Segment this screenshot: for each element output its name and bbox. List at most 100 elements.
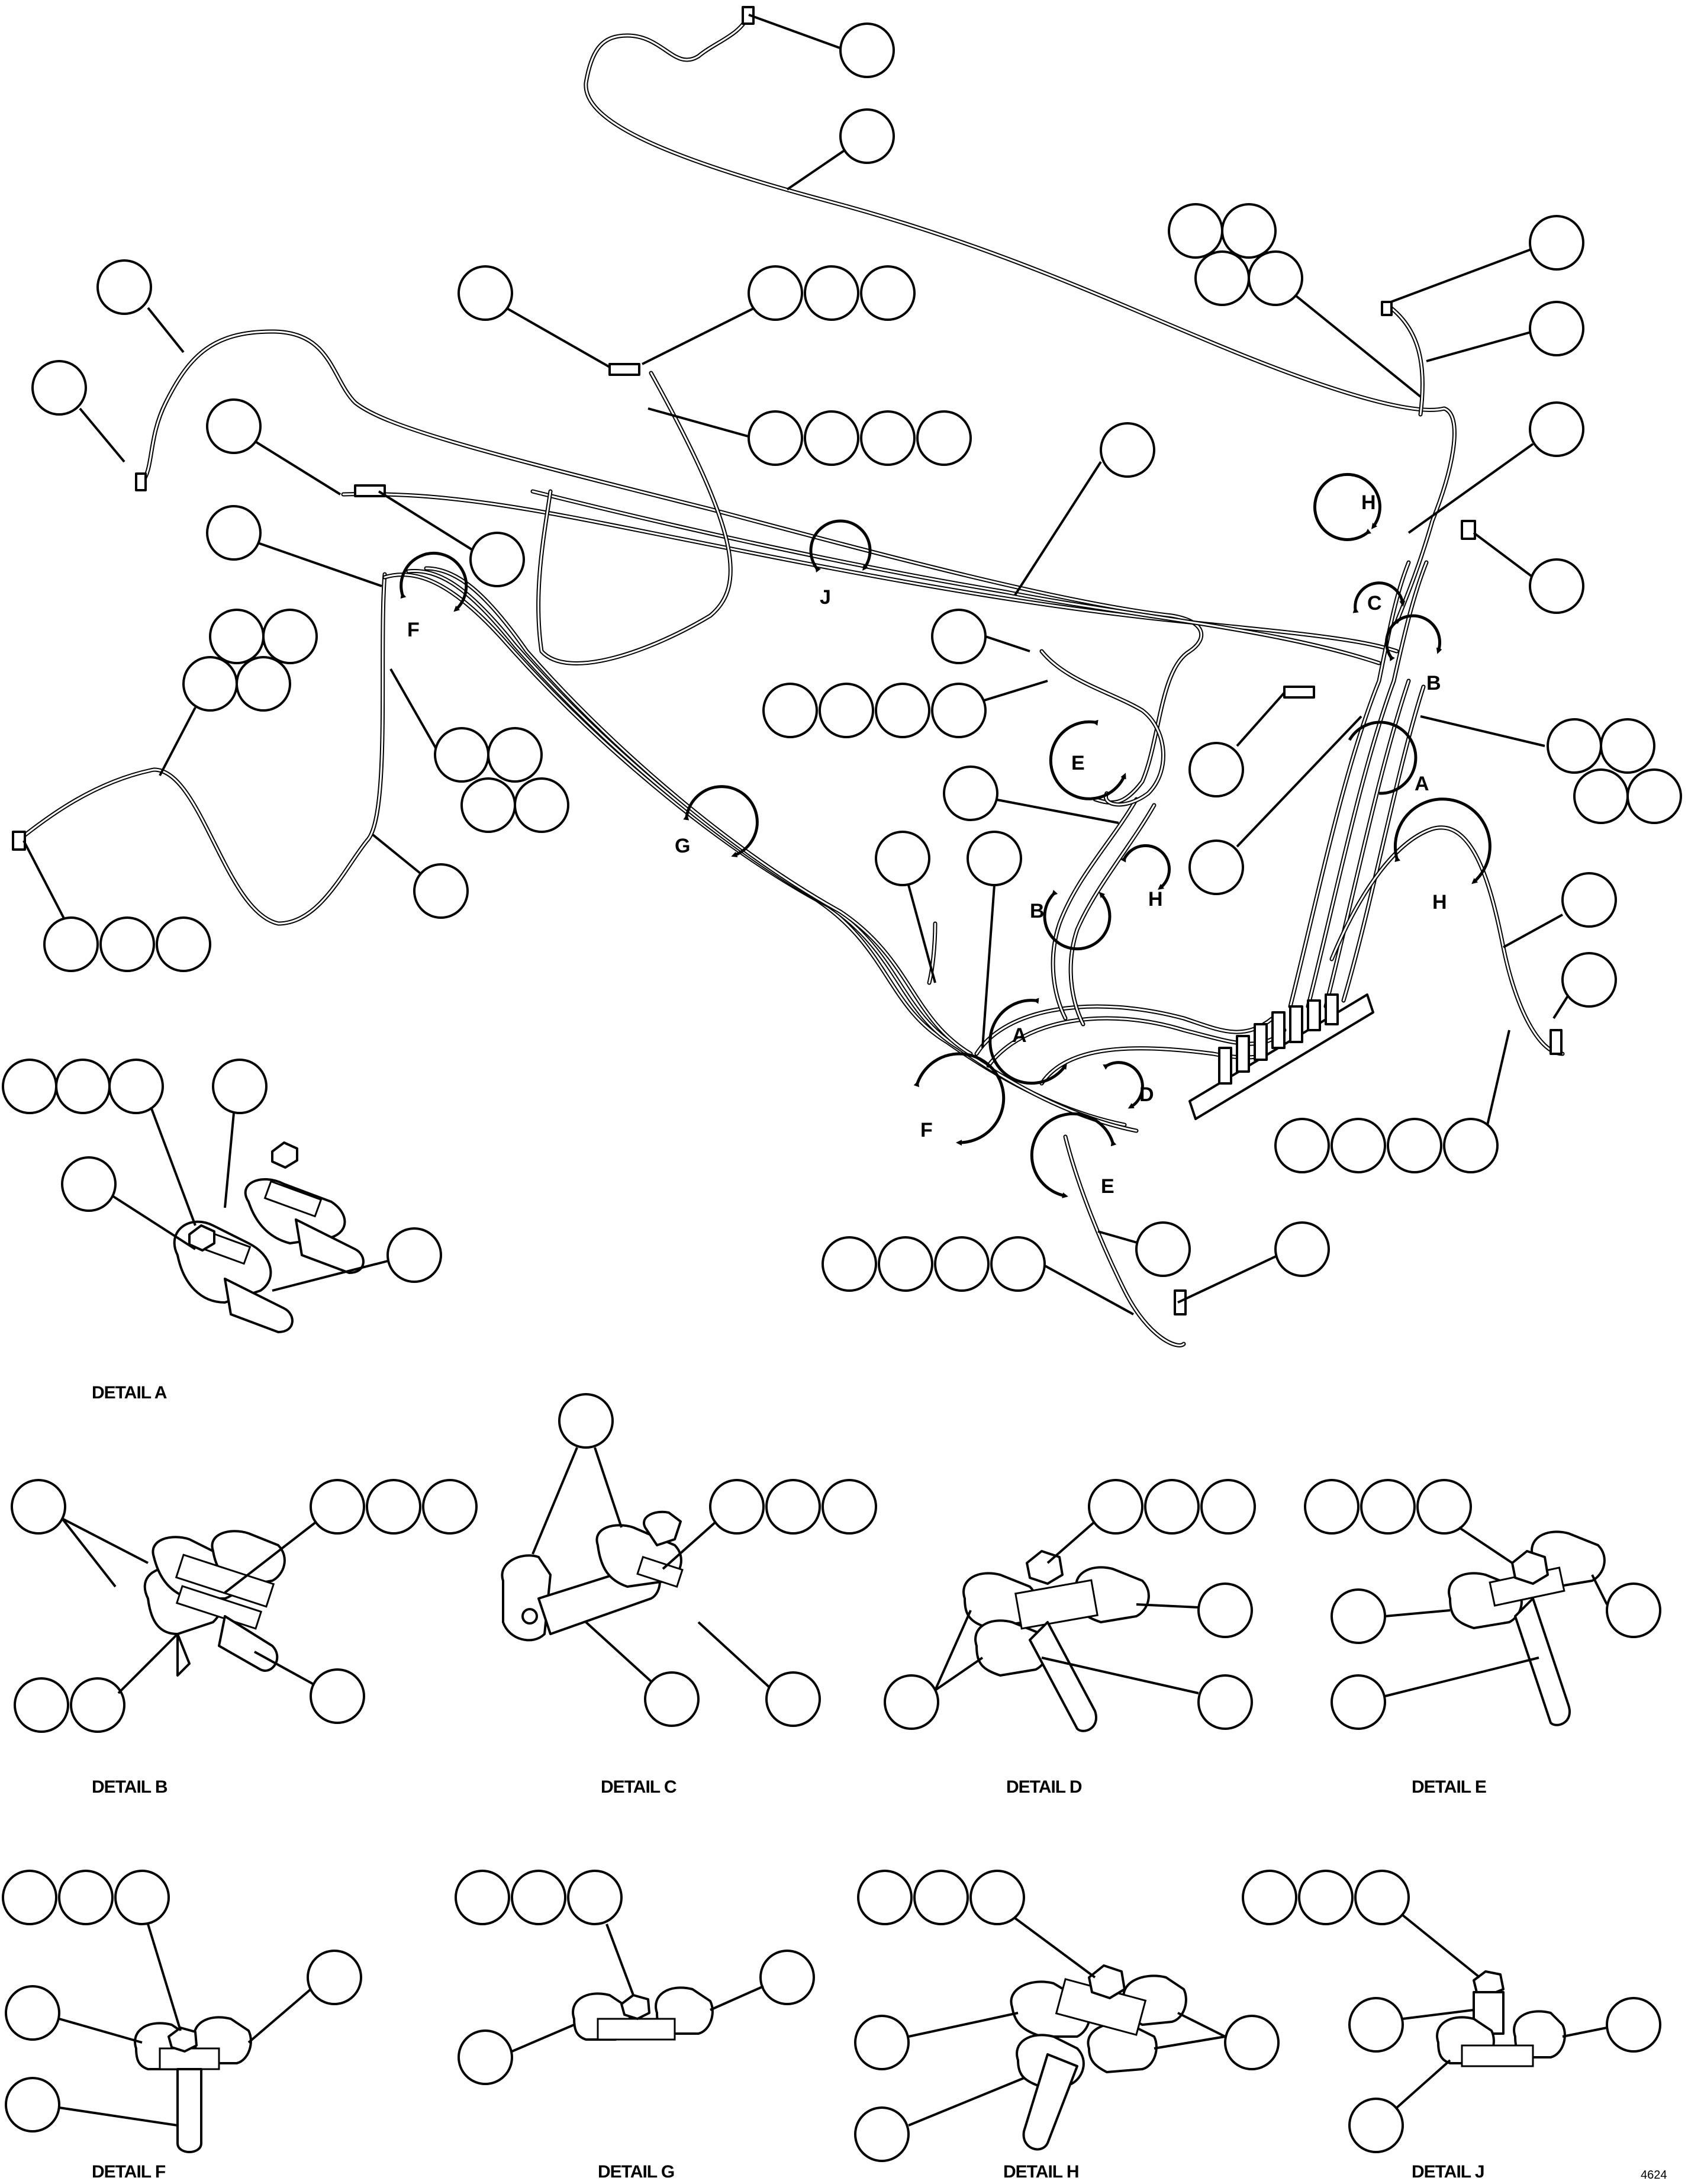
callout-balloon <box>307 1950 362 2005</box>
detail-caption: DETAIL A <box>92 1383 167 1403</box>
callout-balloon <box>310 1479 365 1535</box>
callout-balloon <box>108 1059 164 1114</box>
callout-balloon <box>1088 1479 1143 1535</box>
hex-nut <box>271 1141 298 1169</box>
callout-balloon <box>1626 768 1682 824</box>
detail-e: DETAIL E <box>1304 1479 1661 1797</box>
clamp-assembly <box>134 2016 252 2153</box>
callout-balloon <box>854 2015 910 2070</box>
callout-balloon <box>1331 1674 1386 1730</box>
callout-balloon <box>455 1870 510 1925</box>
detail-b: DETAIL B <box>11 1479 478 1797</box>
callout-balloon <box>884 1674 939 1730</box>
callout-balloon <box>819 683 874 738</box>
callout-balloon <box>567 1870 623 1925</box>
callout-balloon <box>212 1059 268 1114</box>
callout-balloon <box>61 1156 117 1212</box>
detail-marker-a: A <box>988 998 1067 1085</box>
callout-balloon <box>209 609 265 664</box>
callout-balloon <box>1606 1997 1661 2053</box>
callout-balloon <box>460 777 516 833</box>
callout-balloon <box>1188 839 1244 895</box>
detail-marker-b: B <box>1385 614 1442 694</box>
hex-nut <box>1511 1550 1549 1585</box>
callout-balloon <box>487 727 543 783</box>
valve-fittings <box>1218 993 1339 1085</box>
callout-balloon <box>114 1870 170 1925</box>
callout-balloon <box>2 1059 57 1114</box>
callout-balloon <box>458 2029 513 2085</box>
callout-balloon <box>1529 558 1584 614</box>
clamp-assembly <box>173 1141 365 1333</box>
detail-marker-letter: B <box>1030 900 1045 922</box>
callout-balloon <box>913 1870 969 1925</box>
callout-balloon <box>469 532 525 587</box>
callout-balloon <box>1298 1870 1354 1925</box>
detail-marker-letter: E <box>1071 752 1085 774</box>
detail-marker-letter: H <box>1148 888 1163 911</box>
callout-balloon <box>1197 1674 1253 1730</box>
detail-marker-f: F <box>913 1052 1006 1146</box>
callout-balloon <box>1100 422 1155 478</box>
callout-balloon <box>1600 718 1655 774</box>
detail-marker-letter: G <box>675 835 690 857</box>
callout-balloon <box>839 22 895 78</box>
hose-line <box>1039 649 1165 807</box>
callout-balloon <box>2 1870 57 1925</box>
hex-nut <box>620 1994 650 2020</box>
callout-balloon <box>1194 250 1250 306</box>
callout-balloon <box>1606 1582 1661 1638</box>
clamp-assembly <box>501 1510 684 1642</box>
detail-h: DETAIL H <box>854 1870 1280 2182</box>
callout-balloon <box>96 259 152 315</box>
valve-bank <box>1188 993 1374 1120</box>
callout-balloon <box>765 1671 821 1727</box>
callout-balloon <box>875 683 930 738</box>
detail-marker-h: H <box>1313 472 1381 541</box>
detail-marker-f: F <box>400 552 468 641</box>
callout-balloon <box>804 410 859 466</box>
detail-marker-g: G <box>675 785 759 857</box>
clamp-assembly <box>1010 1964 1187 2151</box>
callout-balloon <box>262 609 318 664</box>
callout-balloon <box>1224 2015 1280 2070</box>
detail-marker-j: J <box>809 519 872 609</box>
callout-balloon <box>804 265 859 321</box>
callout-balloon <box>156 916 211 972</box>
callout-balloon <box>99 916 155 972</box>
detail-marker-d: D <box>1103 1061 1154 1109</box>
callout-balloon <box>1188 742 1244 797</box>
detail-marker-letter: F <box>407 619 420 641</box>
detail-marker-h: H <box>1120 844 1171 911</box>
callout-balloon <box>931 683 987 738</box>
callout-balloon <box>1304 1479 1360 1535</box>
callout-balloon <box>182 656 238 712</box>
detail-caption: DETAIL J <box>1412 2162 1484 2182</box>
hose-fitting <box>135 472 147 491</box>
detail-marker-c: C <box>1352 581 1406 615</box>
callout-balloon <box>514 777 569 833</box>
detail-marker-letter: H <box>1361 491 1376 514</box>
callout-balloon <box>366 1479 421 1535</box>
main-view: J F G E H B A <box>12 6 1682 1347</box>
clamp-assembly <box>962 1550 1150 1732</box>
callout-balloon <box>5 1985 60 2041</box>
callout-balloon <box>839 108 895 164</box>
callout-balloon <box>916 410 972 466</box>
callout-balloon <box>1443 1118 1499 1173</box>
callout-balloon <box>709 1479 765 1535</box>
callout-balloon <box>1561 952 1617 1008</box>
callout-balloon <box>310 1668 365 1724</box>
callout-balloon <box>1242 1870 1297 1925</box>
detail-caption: DETAIL E <box>1412 1777 1486 1797</box>
detail-c: DETAIL C <box>501 1393 877 1797</box>
callout-balloon <box>58 1870 114 1925</box>
detail-d: DETAIL D <box>884 1479 1256 1797</box>
detail-marker-letter: H <box>1432 891 1447 914</box>
callout-balloon <box>511 1870 566 1925</box>
callout-balloon <box>386 1227 442 1283</box>
clamp-assembly <box>1448 1530 1606 1726</box>
callout-balloon <box>1221 203 1277 259</box>
callout-balloon <box>413 863 469 919</box>
